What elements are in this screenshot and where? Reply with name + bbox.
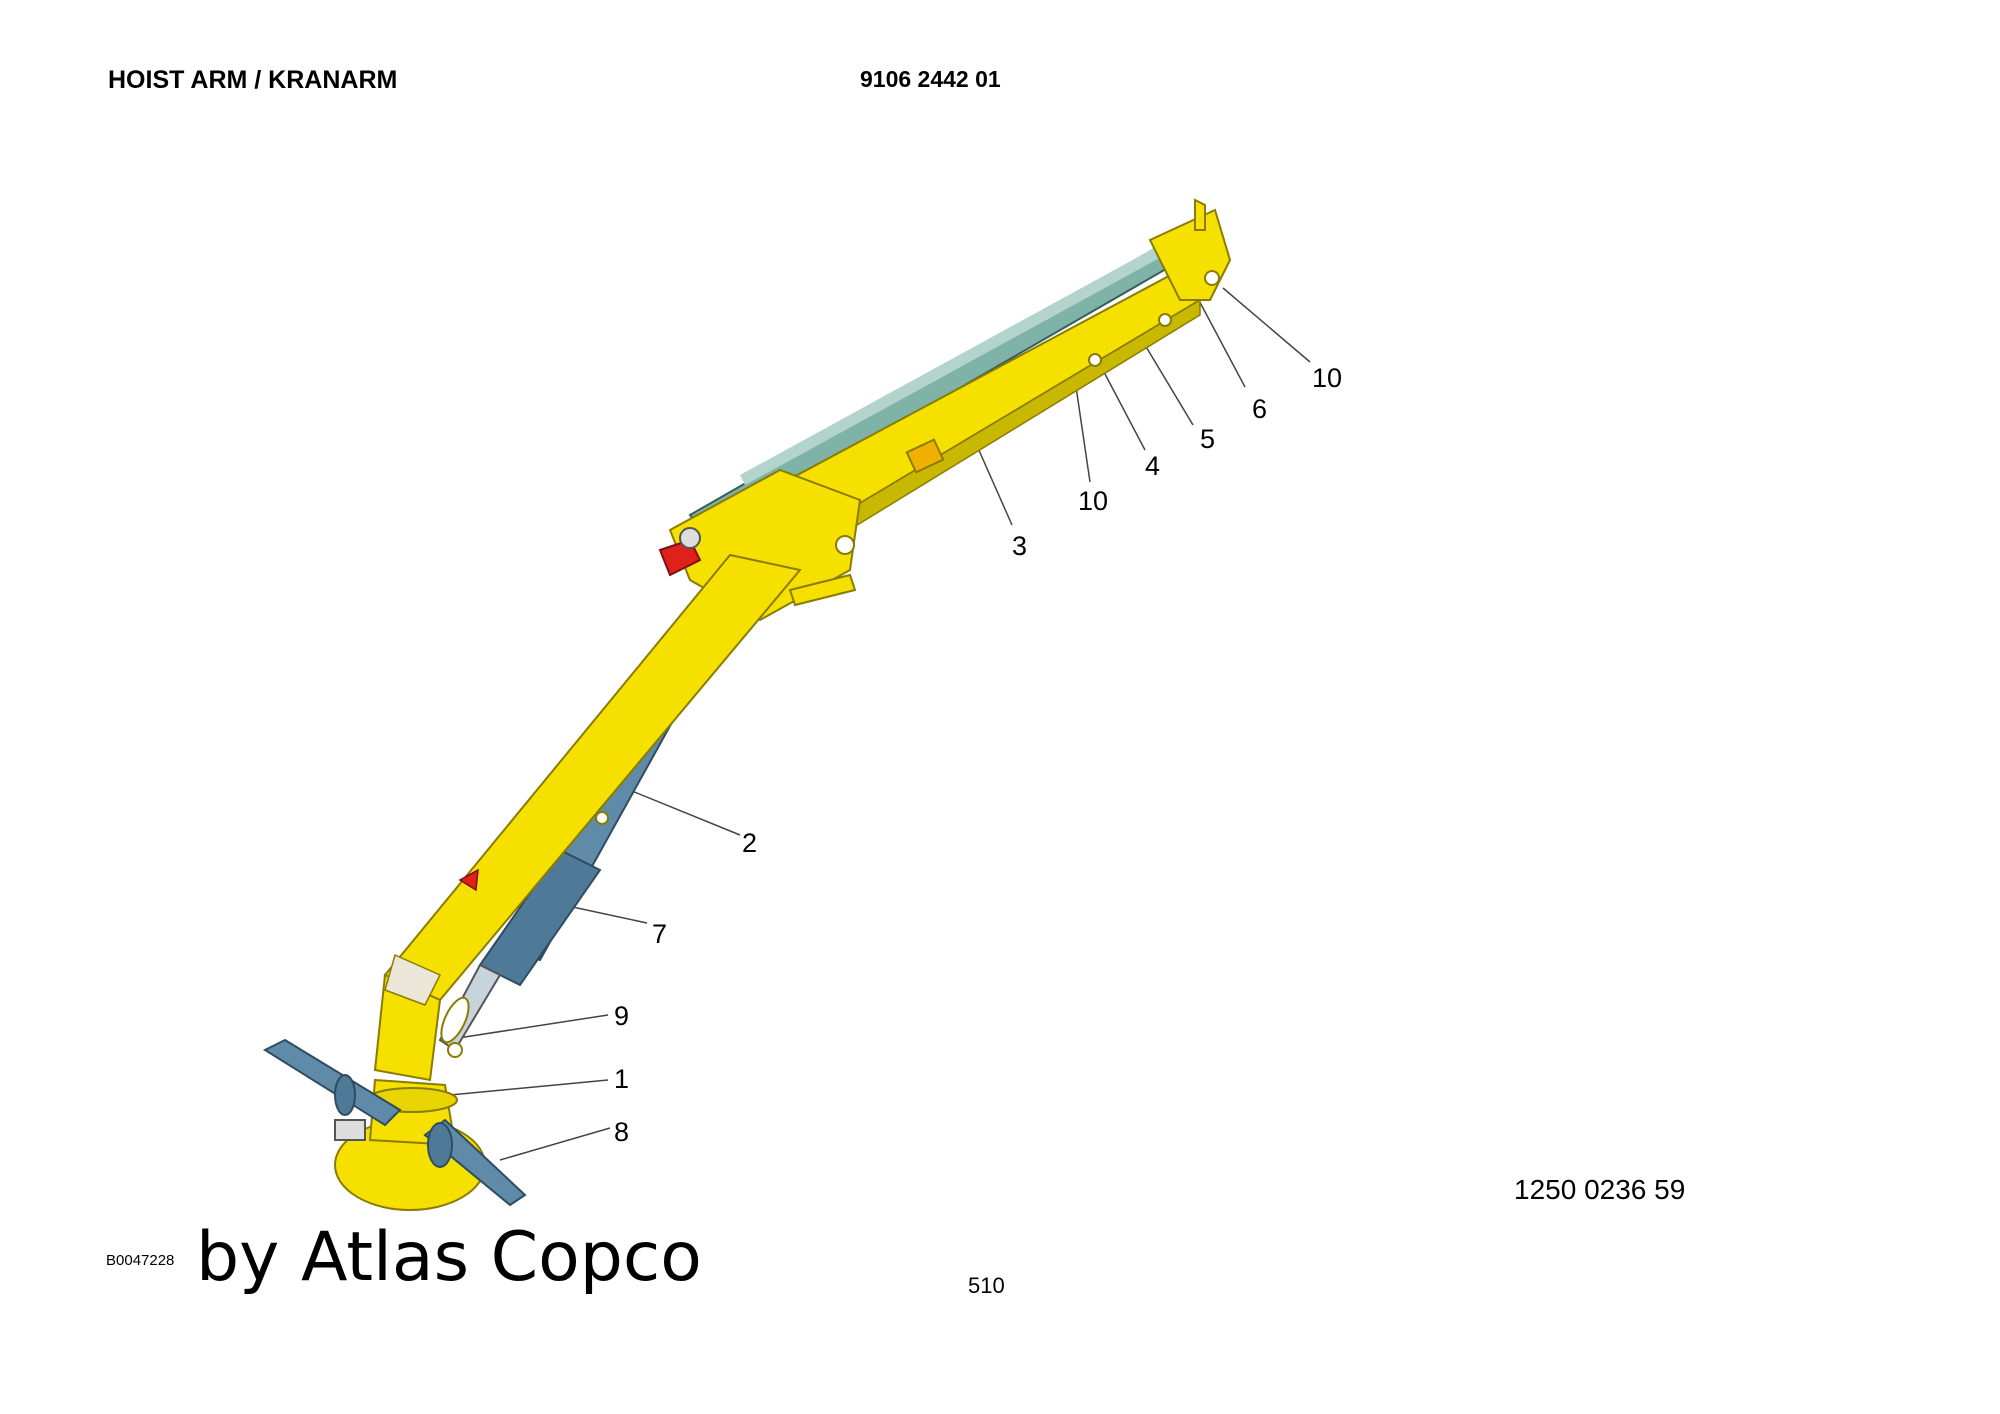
callout-9: 9 — [614, 1001, 629, 1031]
leader-10-mid — [1074, 379, 1091, 483]
page-number: 510 — [968, 1273, 1005, 1298]
upper-boom — [758, 198, 1232, 562]
page-title: HOIST ARM / KRANARM — [108, 66, 398, 94]
leader-6 — [1194, 292, 1246, 388]
brand-text: by Atlas Copco — [196, 1218, 702, 1297]
callout-1: 1 — [614, 1064, 629, 1094]
callout-6: 6 — [1252, 394, 1267, 424]
callout-5: 5 — [1200, 424, 1215, 454]
callout-4: 4 — [1145, 451, 1160, 481]
document-number: 9106 2442 01 — [860, 66, 1001, 92]
callout-10-mid: 10 — [1078, 486, 1108, 516]
image-code: B0047228 — [106, 1252, 175, 1269]
leader-10-top — [1222, 287, 1311, 363]
callout-7: 7 — [652, 919, 667, 949]
leader-9 — [444, 1014, 609, 1041]
callout-8: 8 — [614, 1117, 629, 1147]
leader-1 — [449, 1079, 609, 1096]
callout-10-top: 10 — [1312, 363, 1342, 393]
callout-2: 2 — [742, 828, 757, 858]
callout-3: 3 — [1012, 531, 1027, 561]
part-number: 1250 0236 59 — [1514, 1174, 1686, 1205]
lower-boom — [373, 553, 802, 1082]
slewing-cylinders — [262, 1038, 527, 1207]
leader-8 — [499, 1127, 611, 1161]
